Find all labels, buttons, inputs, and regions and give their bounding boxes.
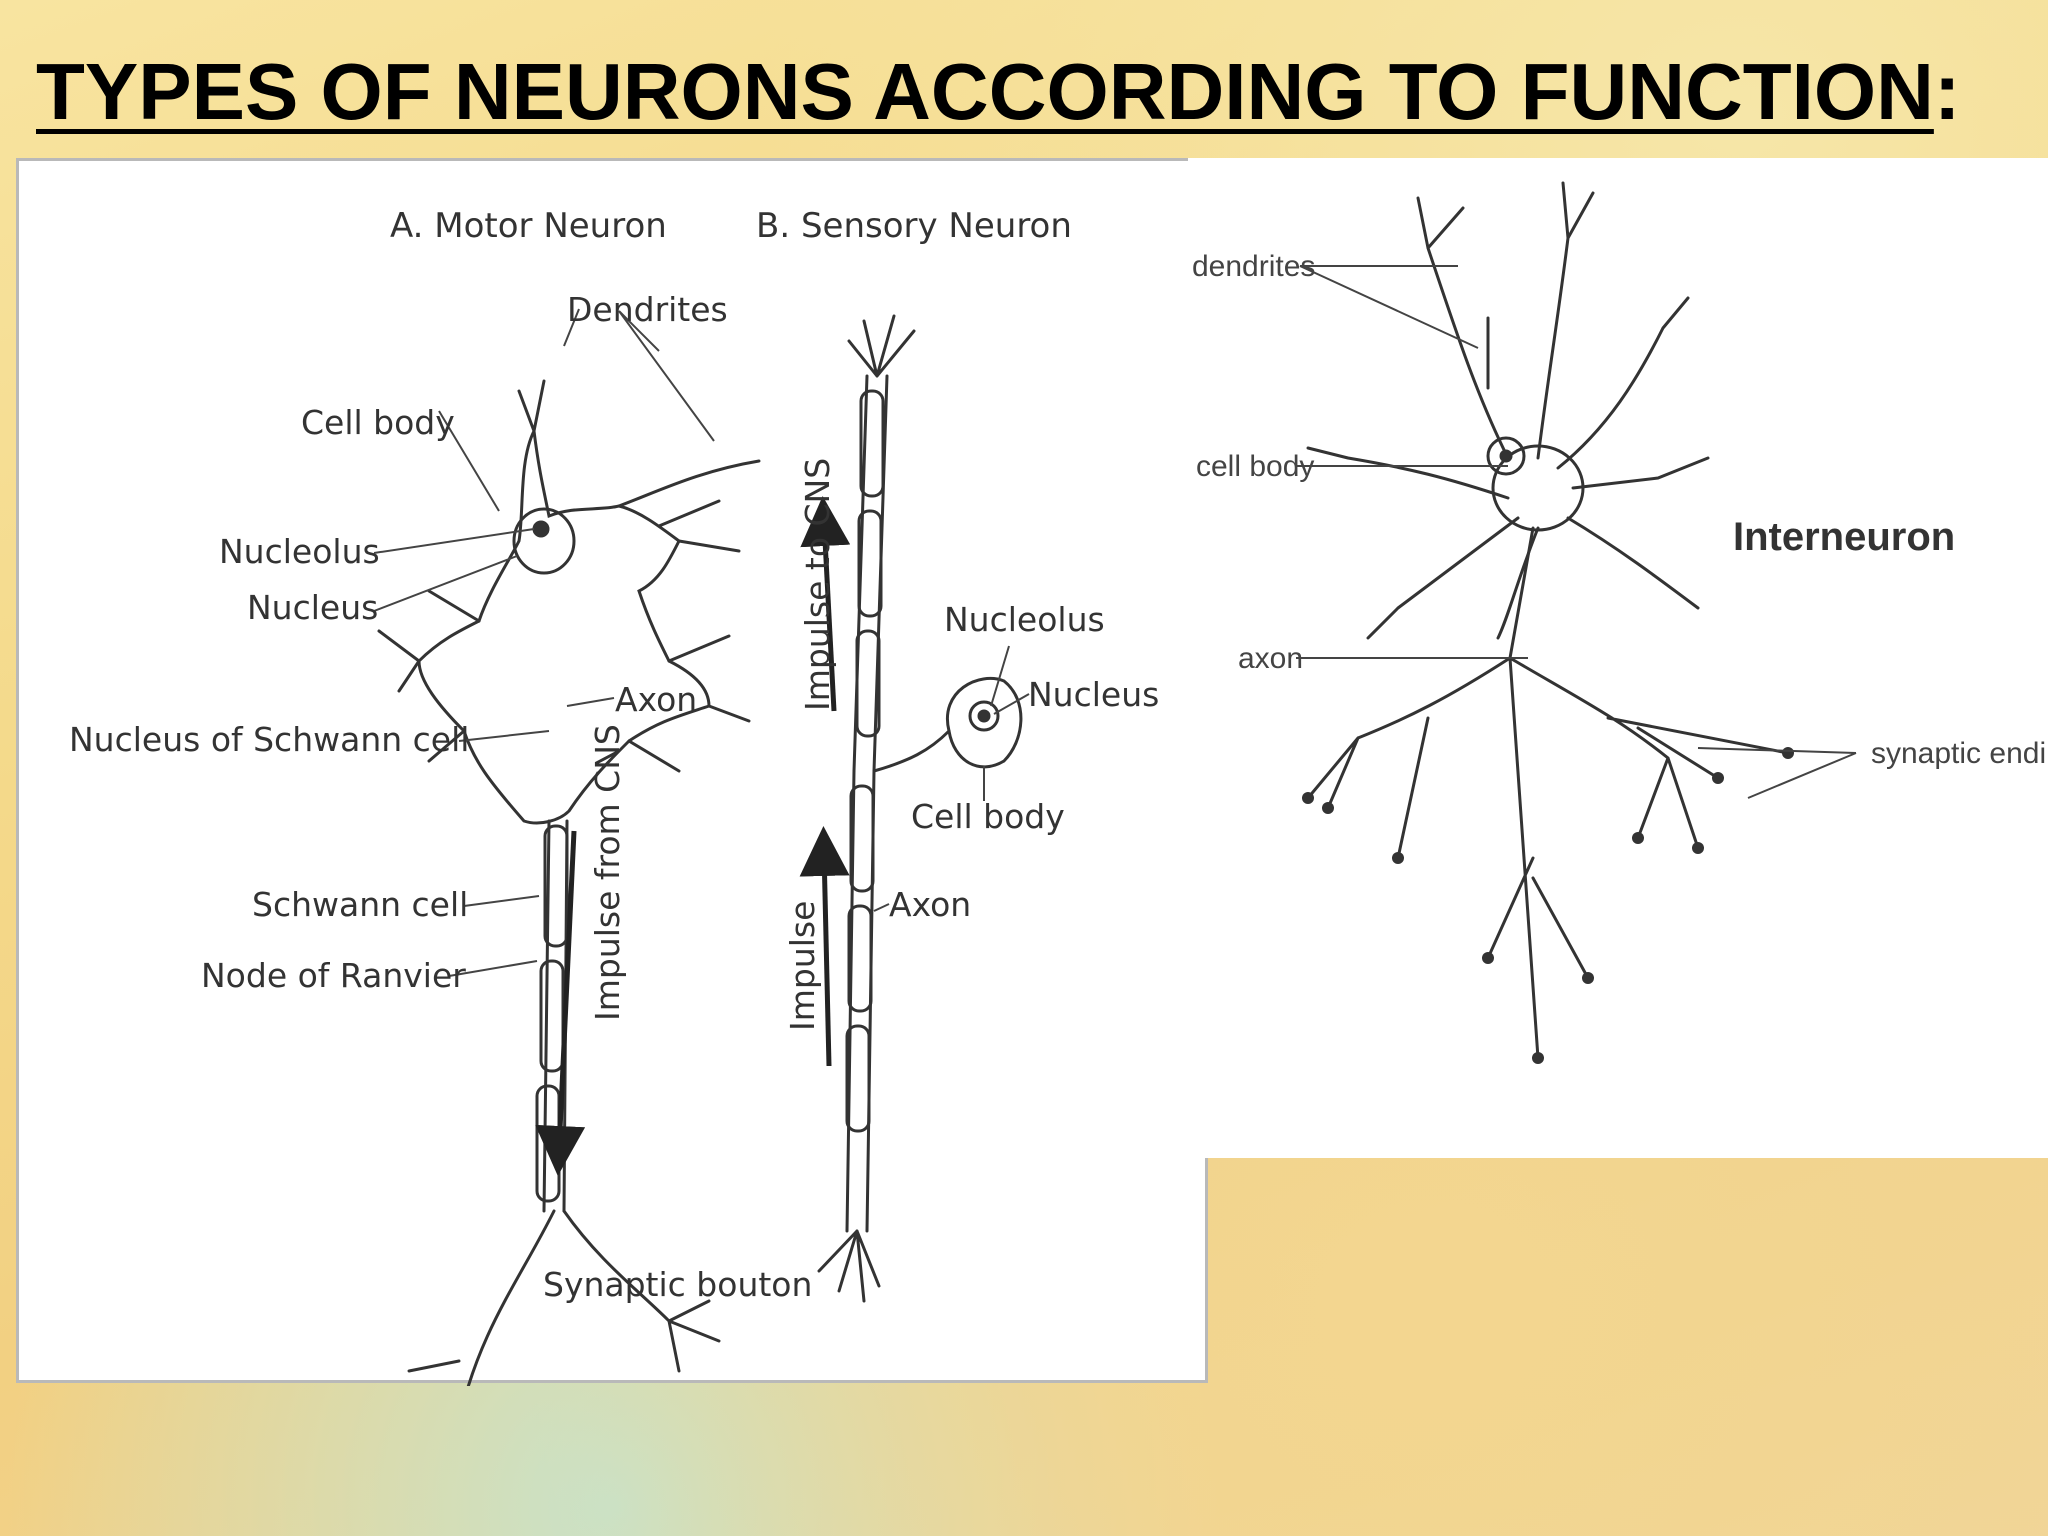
- motor-cell-body: [417, 425, 711, 825]
- motor-nucleolus-label: Nucleolus: [219, 532, 380, 571]
- interneuron-cell-body: [1491, 444, 1585, 532]
- leader-interneuron-dendrites: [1299, 265, 1479, 349]
- leader-schwann-cell: [463, 895, 540, 907]
- motor-sensory-figure: A. Motor Neuron B. Sensory Neuron Dendri…: [16, 158, 1208, 1386]
- leader-sensory-nucleus: [993, 693, 1030, 715]
- sensory-cell-stalk: [872, 729, 951, 773]
- sensory-axon-label: Axon: [889, 885, 971, 924]
- interneuron-nucleolus: [1499, 449, 1513, 463]
- sensory-dendrites: [847, 314, 916, 378]
- motor-dendrites: [377, 379, 761, 773]
- sensory-impulse-label: Impulse: [783, 901, 822, 1031]
- motor-schwann-1: [543, 824, 569, 948]
- motor-axon-terminals: [407, 1209, 721, 1386]
- sensory-schwann-5: [847, 904, 873, 1013]
- sensory-nucleus-label: Nucleus: [1028, 675, 1159, 714]
- leader-schwann-nucleus: [458, 730, 550, 742]
- motor-axon-label: Axon: [615, 680, 697, 719]
- interneuron-axon-label: axon: [1238, 642, 1303, 675]
- leader-node-ranvier: [448, 960, 538, 977]
- sensory-nucleolus: [977, 709, 991, 723]
- interneuron-nucleus: [1486, 436, 1526, 476]
- leader-cell-body: [438, 410, 500, 512]
- leader-sensory-axon: [873, 903, 890, 912]
- motor-cell-body-label: Cell body: [301, 403, 455, 442]
- sensory-schwann-4: [849, 784, 875, 893]
- leader-lines: [373, 308, 1030, 977]
- sensory-neuron-drawing: [817, 314, 1023, 1303]
- motor-neuron-heading: A. Motor Neuron: [390, 206, 667, 246]
- slide-title-text: TYPES OF NEURONS ACCORDING TO FUNCTION: [36, 47, 1934, 136]
- sensory-schwann-2: [857, 509, 883, 618]
- motor-schwann-2: [539, 959, 565, 1073]
- leader-dendrites: [563, 308, 715, 442]
- interneuron-drawing: [1306, 181, 1790, 1060]
- sensory-impulse-to-cns-label: Impulse to CNS: [798, 458, 837, 711]
- sensory-cell-body-label: Cell body: [911, 797, 1065, 836]
- interneuron-heading: Interneuron: [1733, 515, 1955, 559]
- sensory-nucleolus-label: Nucleolus: [944, 600, 1105, 639]
- leader-interneuron-synaptic-endings: [1697, 747, 1857, 799]
- interneuron-synaptic-endings-label: synaptic endings: [1871, 737, 2048, 770]
- motor-nucleolus: [532, 520, 550, 538]
- schwann-nucleus-label: Nucleus of Schwann cell: [69, 720, 469, 759]
- motor-sensory-diagram: A. Motor Neuron B. Sensory Neuron Dendri…: [69, 206, 1159, 1386]
- sensory-schwann-1: [859, 389, 885, 498]
- sensory-impulse-upper-arrow: [800, 496, 851, 712]
- leader-sensory-nucleolus: [990, 645, 1010, 707]
- motor-neuron-drawing: [377, 379, 761, 1386]
- sensory-terminals: [817, 1229, 881, 1303]
- impulse-arrows: [535, 496, 851, 1176]
- interneuron-figure: dendrites cell body axon synaptic ending…: [1188, 158, 2048, 1158]
- sensory-neuron-heading: B. Sensory Neuron: [756, 206, 1072, 246]
- node-ranvier-label: Node of Ranvier: [201, 956, 466, 995]
- slide-title-colon: :: [1933, 47, 1961, 136]
- sensory-impulse-lower-arrow: [799, 826, 850, 1067]
- motor-impulse-label: Impulse from CNS: [588, 724, 627, 1021]
- interneuron-leader-lines: [1296, 265, 1857, 799]
- interneuron-synaptic-knobs: [1302, 747, 1794, 1064]
- sensory-schwann-3: [855, 629, 881, 738]
- interneuron-diagram: dendrites cell body axon synaptic ending…: [1192, 181, 2048, 1064]
- interneuron-dendrites: [1306, 181, 1710, 640]
- interneuron-cell-body-label: cell body: [1196, 450, 1314, 483]
- schwann-cell-label: Schwann cell: [252, 885, 468, 924]
- slide-title: TYPES OF NEURONS ACCORDING TO FUNCTION:: [36, 52, 1961, 132]
- sensory-cell-body: [945, 676, 1023, 769]
- sensory-schwann-6: [845, 1024, 871, 1133]
- synaptic-bouton-label: Synaptic bouton: [543, 1265, 812, 1304]
- interneuron-axon-branches: [1306, 656, 1790, 1060]
- interneuron-dendrites-label: dendrites: [1192, 250, 1315, 283]
- motor-nucleus-label: Nucleus: [247, 588, 378, 627]
- leader-axon: [566, 697, 615, 707]
- motor-nucleus: [512, 507, 576, 575]
- motor-impulse-arrow: [535, 830, 586, 1176]
- leader-nucleus: [373, 555, 518, 612]
- motor-dendrites-label: Dendrites: [567, 290, 728, 329]
- motor-schwann-3: [535, 1084, 561, 1203]
- interneuron-axon: [1508, 526, 1535, 660]
- sensory-nucleus: [968, 700, 1000, 732]
- leader-nucleolus: [373, 528, 535, 554]
